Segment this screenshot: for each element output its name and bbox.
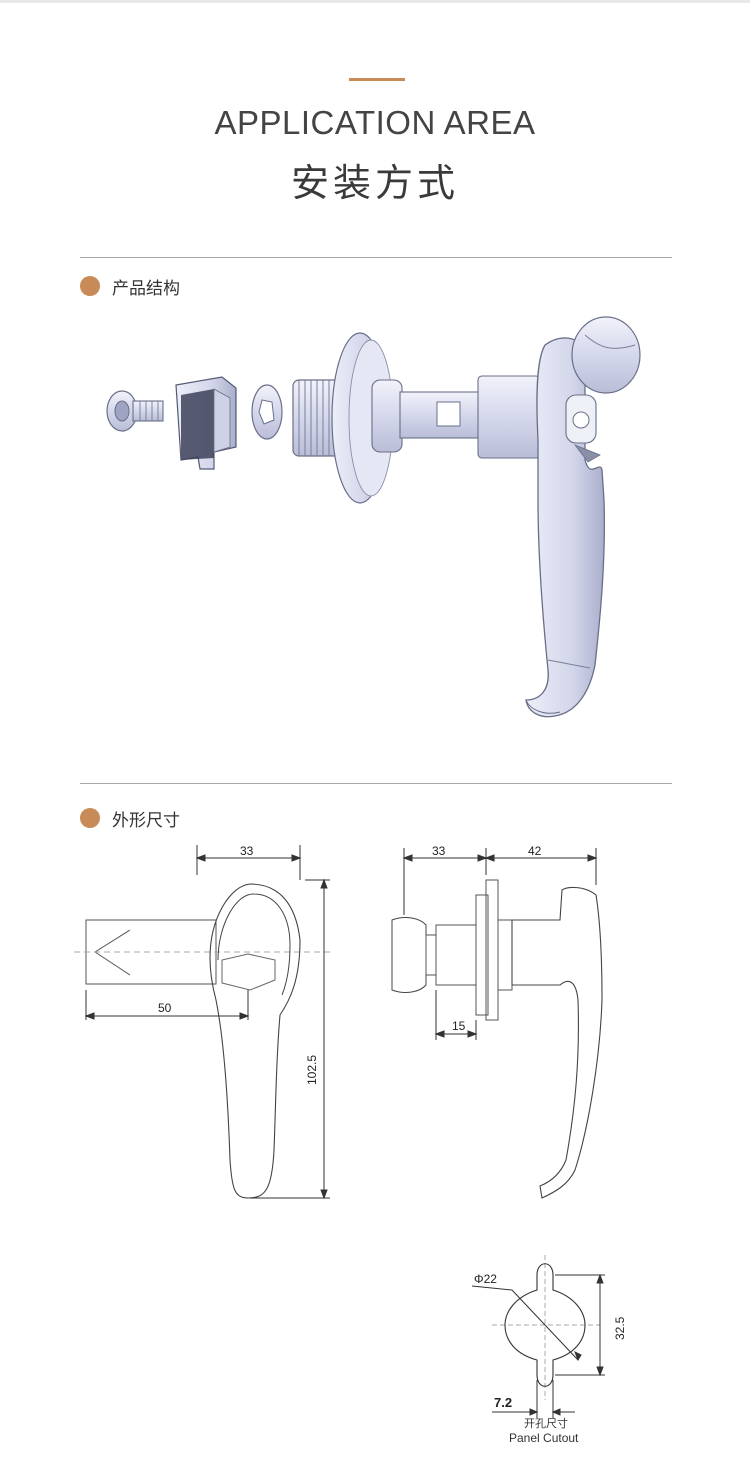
- dim-cutout-diameter: Φ22: [474, 1272, 497, 1286]
- dim-height: 102.5: [305, 1055, 319, 1085]
- l-handle-part: [525, 316, 641, 718]
- cutout-label-en: Panel Cutout: [509, 1431, 579, 1445]
- dim-side-handle: 42: [528, 844, 542, 858]
- page-title-en: APPLICATION AREA: [214, 104, 536, 141]
- washer-part: [251, 384, 283, 440]
- section-divider-dimensions: [80, 783, 672, 784]
- screw-part: [106, 390, 164, 432]
- top-border: [0, 0, 750, 3]
- title-accent-bar: [349, 78, 405, 81]
- section-header-structure: 产品结构: [80, 274, 180, 299]
- front-view-drawing: [74, 845, 330, 1200]
- section-divider-structure: [80, 257, 672, 258]
- dim-cutout-slot: 7.2: [494, 1395, 512, 1410]
- section-label-structure: 产品结构: [112, 278, 180, 299]
- dim-side-flange: 15: [452, 1019, 466, 1033]
- cam-tongue-part: [175, 376, 237, 470]
- panel-cutout-drawing: [471, 1255, 605, 1418]
- section-bullet-icon: [80, 808, 100, 828]
- dim-shaft-length: 50: [158, 1001, 172, 1015]
- dim-front-width: 33: [240, 844, 254, 858]
- side-view-drawing: [391, 848, 603, 1199]
- section-label-dimensions: 外形尺寸: [112, 810, 180, 831]
- dim-cutout-height: 32.5: [613, 1316, 627, 1340]
- cutout-label-cn: 开孔尺寸: [524, 1416, 568, 1430]
- page-title-cn: 安装方式: [290, 161, 459, 205]
- dim-side-shaft: 33: [432, 844, 446, 858]
- section-bullet-icon: [80, 276, 100, 296]
- section-header-dimensions: 外形尺寸: [80, 806, 180, 831]
- shaft-part: [371, 375, 541, 459]
